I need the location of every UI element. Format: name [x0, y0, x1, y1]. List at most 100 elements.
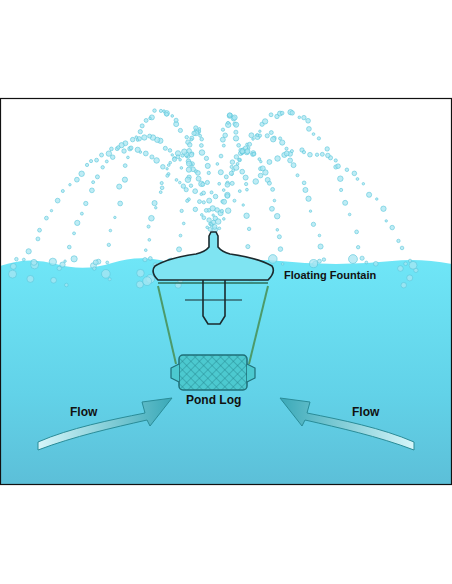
frame — [1, 99, 452, 485]
spray-drop — [154, 158, 160, 164]
spray-drop — [271, 137, 276, 142]
spray-drop — [218, 227, 221, 230]
spray-drop — [240, 149, 245, 154]
spray-drop — [280, 140, 285, 145]
spray-drop — [144, 249, 147, 252]
spray-drop — [345, 168, 349, 172]
spray-drop — [186, 167, 191, 172]
spray-drop — [227, 113, 231, 117]
spray-drop — [240, 169, 245, 174]
spray-drop — [288, 158, 293, 163]
spray-drop — [143, 151, 148, 156]
spray-drop — [205, 163, 210, 168]
spray-drop — [225, 208, 230, 213]
spray-drop — [238, 190, 241, 193]
spray-drop — [142, 135, 147, 140]
spray-drop — [232, 169, 235, 172]
spray-drop — [110, 147, 114, 151]
spray-drop — [397, 239, 400, 242]
spray-drop — [171, 115, 174, 118]
spray-drop — [373, 261, 378, 266]
spray-drop — [180, 167, 183, 170]
spray-drop — [51, 277, 57, 283]
spray-drop — [117, 184, 122, 189]
spray-drop — [260, 166, 265, 171]
spray-drop — [49, 258, 56, 265]
spray-drop — [137, 269, 145, 277]
spray-drop — [92, 181, 95, 184]
spray-drop — [367, 192, 372, 197]
spray-drop — [199, 181, 204, 186]
spray-drop — [189, 153, 194, 158]
spray-drop — [252, 138, 255, 141]
spray-drop — [230, 165, 233, 168]
spray-drop — [336, 164, 341, 169]
spray-drop — [281, 263, 284, 266]
spray-drop — [109, 229, 112, 232]
spray-drop — [181, 184, 185, 188]
spray-drop — [360, 256, 364, 260]
spray-drop — [182, 222, 185, 225]
spray-drop — [61, 189, 64, 192]
spray-drop — [398, 266, 404, 272]
spray-drop — [338, 176, 344, 182]
spray-drop — [284, 151, 289, 156]
spray-drop — [202, 191, 206, 195]
spray-drop — [317, 137, 320, 140]
spray-drop — [118, 201, 123, 206]
spray-drop — [225, 192, 230, 197]
spray-drop — [122, 149, 126, 153]
spray-drop — [149, 115, 154, 120]
spray-drop — [376, 198, 378, 200]
spray-drop — [105, 160, 108, 163]
tether-line — [249, 286, 268, 364]
spray-drop — [243, 175, 248, 180]
spray-drop — [267, 160, 272, 165]
spray-drop — [303, 187, 308, 192]
spray-drop — [339, 188, 342, 191]
spray-drop — [152, 201, 157, 206]
spray-drop — [318, 234, 321, 237]
spray-drop — [193, 207, 198, 212]
spray-drop — [221, 128, 224, 131]
spray-drop — [220, 137, 225, 142]
spray-drop — [114, 216, 116, 218]
spray-drop — [135, 136, 138, 139]
spray-drop — [135, 147, 140, 152]
spray-drop — [401, 282, 406, 287]
spray-drop — [159, 191, 162, 194]
spray-drop — [302, 181, 306, 185]
spray-drop — [153, 109, 157, 113]
spray-drop — [198, 128, 201, 131]
spray-drop — [80, 212, 83, 215]
spray-drop — [356, 245, 359, 248]
spray-drop — [237, 143, 241, 147]
spray-drop — [267, 181, 271, 185]
spray-drop — [200, 137, 204, 141]
spray-drop — [176, 155, 180, 159]
spray-drop — [222, 189, 225, 192]
spray-drop — [95, 158, 99, 162]
spray-drop — [385, 220, 387, 222]
spray-drop — [196, 176, 201, 181]
sky — [0, 98, 452, 485]
spray-drop — [213, 194, 218, 199]
spray-drop — [220, 209, 223, 212]
spray-drop — [38, 228, 42, 232]
spray-drop — [302, 115, 306, 119]
spray-drop — [208, 227, 212, 231]
spray-drop — [102, 270, 111, 279]
spray-drop — [365, 261, 368, 264]
spray-drop — [138, 130, 142, 134]
spray-drop — [251, 151, 256, 156]
spray-drop — [167, 164, 170, 167]
spray-drop — [322, 258, 325, 261]
spray-drop — [248, 142, 252, 146]
spray-drop — [136, 139, 139, 142]
spray-drop — [279, 137, 282, 140]
spray-drop — [242, 204, 244, 206]
spray-drop — [227, 121, 230, 124]
spray-drop — [247, 227, 250, 230]
spray-drop — [10, 263, 16, 269]
spray-drop — [166, 168, 168, 170]
